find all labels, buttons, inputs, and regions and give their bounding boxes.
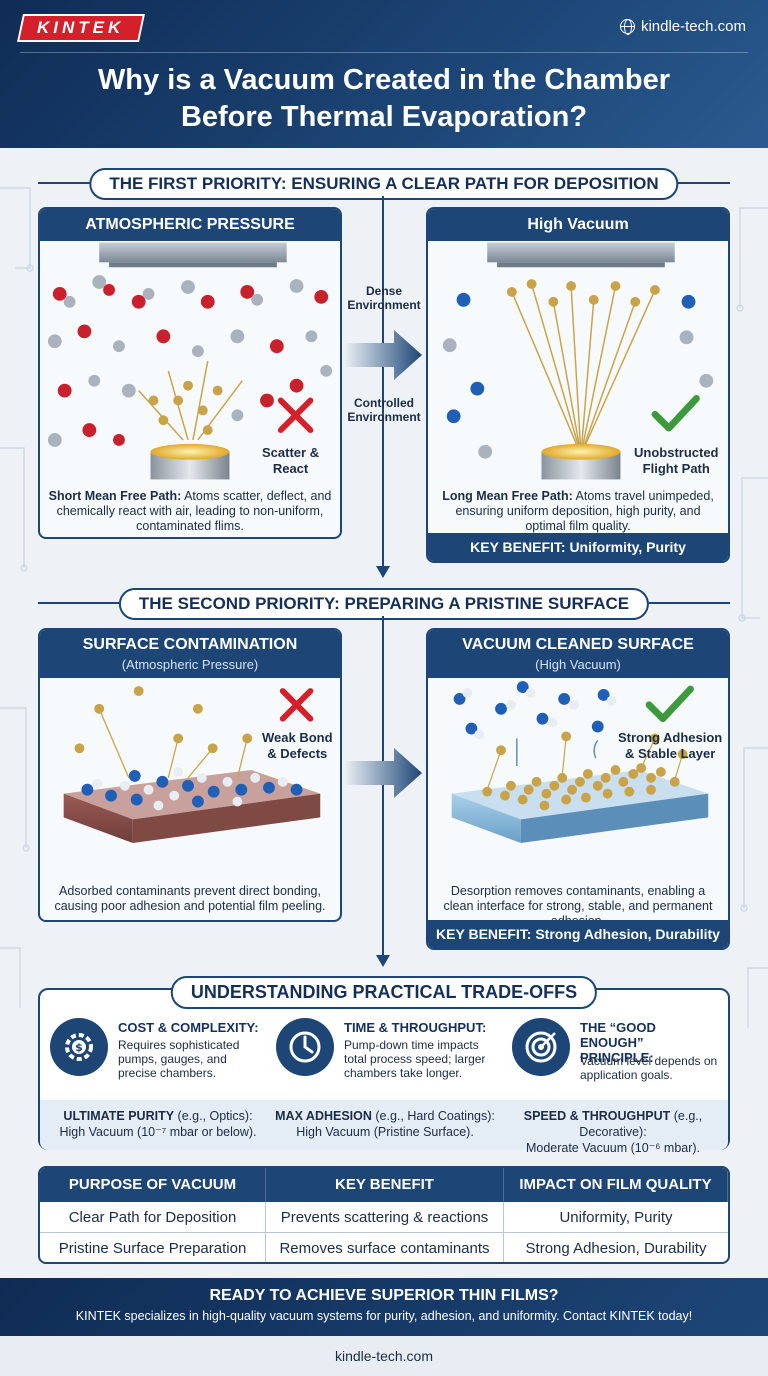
title-line-1: Why is a Vacuum Created in the Chamber (97, 64, 671, 96)
site-link[interactable]: kindle-tech.com (619, 18, 746, 35)
table-cell: Uniformity, Purity (559, 1209, 673, 1226)
weak-bond-label: Weak Bond& Defects (262, 730, 333, 761)
air-molecules (47, 275, 333, 447)
tradeoff-time: TIME & THROUGHPUT: Pump-down time impact… (276, 1018, 501, 1098)
cta-banner: READY TO ACHIEVE SUPERIOR THIN FILMS? KI… (0, 1278, 768, 1336)
table-row: Pristine Surface Preparation Removes sur… (40, 1233, 728, 1262)
contamination-scene (63, 686, 321, 843)
tradeoff-desc: Vacuum level depends on application goal… (580, 1054, 718, 1082)
svg-text:$: $ (75, 1041, 83, 1054)
x-mark-icon (279, 688, 314, 722)
section2-banner: THE SECOND PRIORITY: PREPARING A PRISTIN… (118, 588, 650, 620)
atmospheric-scene (47, 242, 333, 480)
high-vacuum-scene (442, 242, 714, 480)
tradeoff-title: COST & COMPLEXITY: (118, 1020, 259, 1035)
kintek-logo[interactable]: KINTEK (17, 14, 145, 42)
tradeoff-cost: $ COST & COMPLEXITY: Requires sophistica… (50, 1018, 275, 1098)
level-adhesion: MAX ADHESION (e.g., Hard Coatings): High… (275, 1109, 495, 1139)
table-cell: Prevents scattering & reactions (266, 1202, 504, 1232)
footer-link[interactable]: kindle-tech.com (334, 1348, 434, 1364)
tradeoff-desc: Requires sophisticated pumps, gauges, an… (118, 1038, 240, 1080)
surface-contamination-panel: SURFACE CONTAMINATION(Atmospheric Pressu… (38, 628, 342, 922)
table-cell: Removes surface contaminants (266, 1233, 504, 1262)
page-title: Why is a Vacuum Created in the Chamber B… (0, 62, 768, 136)
atmospheric-description: Short Mean Free Path: Atoms scatter, def… (48, 489, 332, 533)
tradeoffs-banner: UNDERSTANDING PRACTICAL TRADE-OFFS (170, 976, 598, 1009)
logo-text: KINTEK (37, 18, 125, 37)
target-icon (512, 1018, 570, 1076)
check-mark-icon (651, 395, 700, 432)
vacuum-cleaned-panel: VACUUM CLEANED SURFACE(High Vacuum) (426, 628, 730, 950)
key-benefit-uniformity: KEY BENEFIT: Uniformity, Purity (428, 533, 728, 561)
panel-title: VACUUM CLEANED SURFACE(High Vacuum) (428, 630, 728, 678)
key-benefit-adhesion: KEY BENEFIT: Strong Adhesion, Durability (428, 920, 728, 948)
globe-icon (619, 19, 635, 35)
strong-adhesion-label: Strong Adhesion& Stable Layer (618, 730, 723, 761)
clock-icon (276, 1018, 334, 1076)
high-vacuum-description: Long Mean Free Path: Atoms travel unimpe… (442, 489, 714, 533)
tradeoff-good-enough: THE “GOOD ENOUGH” PRINCIPLE: Vacuum leve… (512, 1018, 737, 1098)
tradeoff-title: TIME & THROUGHPUT: (344, 1020, 487, 1035)
tradeoff-desc: Pump-down time impacts total process spe… (344, 1038, 486, 1080)
header: KINTEK kindle-tech.com Why is a Vacuum C… (0, 0, 768, 148)
table-cell: Clear Path for Deposition (40, 1202, 266, 1232)
tradeoffs-panel: UNDERSTANDING PRACTICAL TRADE-OFFS $ COS… (38, 976, 730, 1155)
table-header-cell: IMPACT ON FILM QUALITY (504, 1168, 728, 1202)
atmospheric-pressure-panel: ATMOSPHERIC PRESSURE (38, 207, 342, 539)
vacuum-levels: ULTIMATE PURITY (e.g., Optics): High Vac… (40, 1100, 728, 1155)
cta-title: READY TO ACHIEVE SUPERIOR THIN FILMS? (209, 1287, 559, 1304)
flow-line-2 (382, 616, 384, 956)
gear-dollar-icon: $ (50, 1018, 108, 1076)
panel-title: High Vacuum (428, 209, 728, 241)
circuit-background (0, 187, 768, 1028)
table-cell: Strong Adhesion, Durability (525, 1240, 707, 1257)
cta-text: KINTEK specializes in high-quality vacuu… (75, 1309, 693, 1323)
level-purity: ULTIMATE PURITY (e.g., Optics): High Vac… (59, 1109, 257, 1139)
flow-arrow-right-1 (344, 330, 422, 380)
table-header-cell: KEY BENEFIT (266, 1168, 504, 1202)
scatter-react-label: Scatter &React (262, 445, 320, 476)
contamination-description: Adsorbed contaminants prevent direct bon… (54, 884, 326, 913)
panel-title: ATMOSPHERIC PRESSURE (40, 209, 340, 241)
tradeoff-title: THE “GOOD ENOUGH” PRINCIPLE: (580, 1020, 656, 1065)
section1-banner: THE FIRST PRIORITY: ENSURING A CLEAR PAT… (89, 168, 679, 200)
check-mark-icon (645, 685, 694, 723)
site-url: kindle-tech.com (640, 18, 746, 35)
clean-surface-scene (451, 681, 709, 843)
table-cell: Pristine Surface Preparation (40, 1233, 266, 1262)
panel-title: SURFACE CONTAMINATION(Atmospheric Pressu… (40, 630, 340, 678)
flow-arrow-right-2 (344, 748, 422, 798)
level-speed: SPEED & THROUGHPUT (e.g., Decorative): M… (523, 1109, 703, 1155)
footer: kindle-tech.com (0, 1336, 768, 1376)
table-header-cell: PURPOSE OF VACUUM (40, 1168, 266, 1202)
flow-line-1 (382, 196, 384, 568)
flow-arrow-1 (376, 566, 390, 578)
summary-table: PURPOSE OF VACUUM KEY BENEFIT IMPACT ON … (38, 1166, 730, 1264)
header-divider (20, 52, 748, 53)
table-header: PURPOSE OF VACUUM KEY BENEFIT IMPACT ON … (40, 1168, 728, 1202)
x-mark-icon (277, 397, 314, 434)
title-line-2: Before Thermal Evaporation? (180, 101, 588, 133)
flow-arrow-2 (376, 955, 390, 967)
table-row: Clear Path for Deposition Prevents scatt… (40, 1202, 728, 1233)
